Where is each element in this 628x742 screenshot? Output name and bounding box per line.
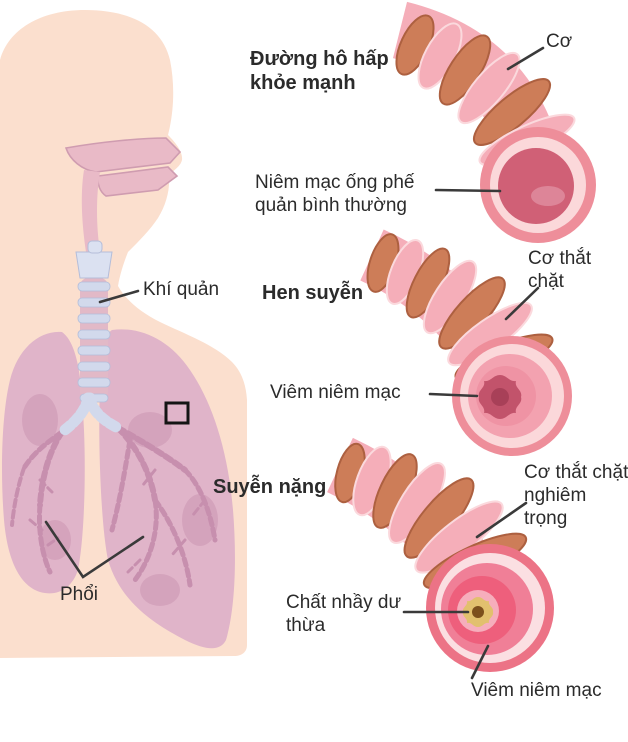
- asthma-title: Hen suyễn: [262, 282, 364, 304]
- trachea-pointer: [98, 289, 140, 304]
- severe-airway-art: [326, 437, 554, 672]
- lungs: [2, 329, 235, 649]
- mucosa-label-asthma: Viêm niêm mạc: [270, 382, 401, 403]
- mucosa-pointer-healthy: [434, 188, 502, 193]
- body-illustration: [0, 10, 247, 658]
- mucosa-label-severe: Viêm niêm mạc: [471, 680, 602, 701]
- muscle-pointer-severe: [475, 501, 528, 539]
- bronchial-tree: [10, 425, 218, 588]
- left-lung: [2, 331, 85, 594]
- mucus-label-severe: Chất nhầy dư thừa: [286, 592, 402, 637]
- trachea-label: Khí quản: [143, 279, 220, 300]
- lungs-pointer: [44, 520, 145, 579]
- pointer-lines: [44, 46, 545, 680]
- muscle-label-healthy: Cơ: [546, 31, 573, 52]
- healthy-airway-art: [392, 1, 596, 243]
- mucosa-pointer-severe: [470, 644, 490, 680]
- lungs-label: Phổi: [60, 584, 99, 605]
- upper-airway: [64, 137, 182, 252]
- muscle-label-severe: Cơ thắt chặt nghiêm trọng: [524, 462, 628, 530]
- mucosa-pointer-asthma: [428, 392, 479, 398]
- muscle-label-asthma: Cơ thắt chặt: [528, 248, 592, 293]
- trachea: [56, 240, 124, 438]
- zoom-region-square: [164, 401, 190, 425]
- severe-asthma-title: Suyễn nặng: [213, 476, 327, 498]
- muscle-pointer-asthma: [504, 286, 540, 321]
- asthma-airway-art: [359, 229, 572, 456]
- mucosa-label-healthy: Niêm mạc ống phế quản bình thường: [255, 172, 415, 217]
- muscle-pointer-healthy: [506, 46, 545, 71]
- healthy-airway-title: Đường hô hấp khỏe mạnh: [250, 48, 389, 95]
